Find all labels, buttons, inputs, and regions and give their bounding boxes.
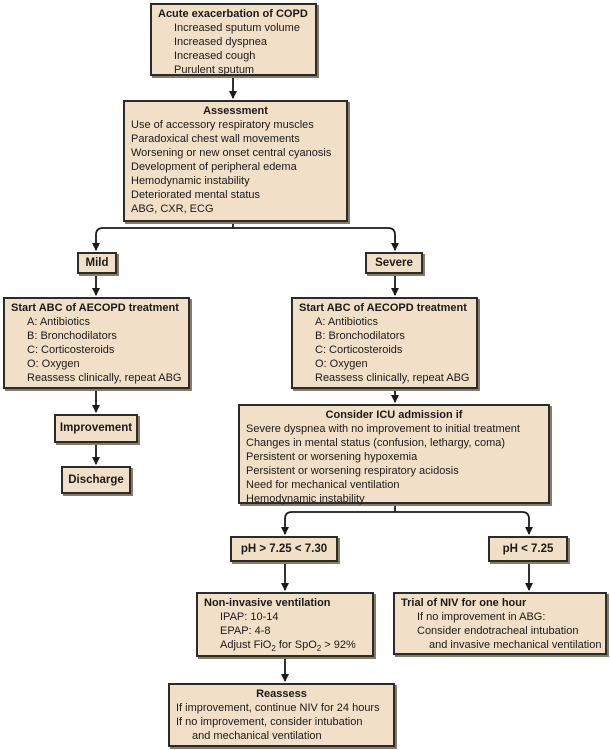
niv-adjust-sub1: 2 — [271, 644, 276, 654]
trial-line3: and invasive mechanical ventilation — [429, 639, 602, 651]
trial-line2: Consider endotracheal intubation — [417, 625, 579, 637]
improvement-label: Improvement — [54, 414, 138, 443]
niv-adjust-suffix: > 92% — [321, 639, 356, 651]
treatment-right-note: Reassess clinically, repeat ABG — [315, 372, 470, 384]
exacerbation-box: Acute exacerbation of COPD Increased spu… — [150, 3, 317, 76]
assessment-title: Assessment — [203, 105, 268, 117]
line-split-ph — [284, 511, 530, 530]
icu-box: Consider ICU admission if Severe dyspnea… — [238, 404, 550, 505]
assessment-item: ABG, CXR, ECG — [131, 203, 214, 215]
assessment-item: Paradoxical chest wall movements — [131, 133, 300, 145]
icu-item: Hemodynamic instability — [246, 493, 365, 505]
ph-low-label: pH < 7.25 — [488, 536, 568, 562]
treatment-left-item: O: Oxygen — [27, 358, 80, 370]
reassess-box: Reassess If improvement, continue NIV fo… — [168, 683, 395, 747]
icu-title: Consider ICU admission if — [325, 409, 463, 421]
assessment-item: Deteriorated mental status — [131, 189, 261, 201]
mild-label: Mild — [77, 252, 117, 274]
assessment-item: Development of peripheral edema — [131, 161, 297, 173]
treatment-right-item: B: Bronchodilators — [315, 330, 405, 342]
exacerbation-item: Increased cough — [174, 50, 256, 62]
treatment-right-item: A: Antibiotics — [315, 316, 378, 328]
discharge-label: Discharge — [61, 466, 131, 494]
assessment-item: Hemodynamic instability — [131, 175, 250, 187]
niv-epap: EPAP: 4-8 — [220, 625, 271, 637]
niv-adjust-sub2: 2 — [316, 644, 322, 654]
treatment-right-item: O: Oxygen — [315, 358, 368, 370]
reassess-line3: and mechanical ventilation — [192, 730, 322, 742]
treatment-left-box: Start ABC of AECOPD treatment A: Antibio… — [3, 297, 190, 389]
reassess-line1: If improvement, continue NIV for 24 hour… — [176, 702, 380, 714]
icu-item: Need for mechanical ventilation — [246, 479, 400, 491]
assessment-item: Use of accessory respiratory muscles — [131, 119, 314, 131]
assessment-box: Assessment Use of accessory respiratory … — [123, 100, 348, 222]
treatment-left-item: B: Bronchodilators — [27, 330, 117, 342]
trial-line1: If no improvement in ABG: — [417, 611, 546, 623]
niv-title: Non-invasive ventilation — [204, 597, 331, 609]
niv-adjust-prefix: Adjust FiO — [220, 639, 272, 651]
niv-box: Non-invasive ventilation IPAP: 10-14 EPA… — [196, 592, 374, 657]
severe-label: Severe — [365, 252, 423, 274]
niv-adjust: Adjust FiO2 for SpO2 > 92% — [204, 638, 366, 656]
treatment-left-item: A: Antibiotics — [27, 316, 90, 328]
treatment-left-note: Reassess clinically, repeat ABG — [27, 372, 182, 384]
ph-mid-label: pH > 7.25 < 7.30 — [230, 536, 338, 562]
treatment-right-box: Start ABC of AECOPD treatment A: Antibio… — [291, 297, 478, 389]
treatment-right-item: C: Corticosteroids — [315, 344, 403, 356]
reassess-line2: If no improvement, consider intubation — [176, 716, 363, 728]
exacerbation-title: Acute exacerbation of COPD — [158, 8, 308, 20]
treatment-left-item: C: Corticosteroids — [27, 344, 115, 356]
exacerbation-item: Purulent sputum — [174, 64, 255, 76]
exacerbation-item: Increased dyspnea — [174, 36, 267, 48]
trial-title: Trial of NIV for one hour — [401, 597, 527, 609]
niv-adjust-mid: for SpO — [275, 639, 317, 651]
niv-ipap: IPAP: 10-14 — [220, 611, 279, 623]
icu-item: Changes in mental status (confusion, let… — [246, 437, 506, 449]
treatment-left-title: Start ABC of AECOPD treatment — [11, 302, 179, 314]
assessment-item: Worsening or new onset central cyanosis — [131, 147, 332, 159]
treatment-right-title: Start ABC of AECOPD treatment — [299, 302, 467, 314]
icu-item: Severe dyspnea with no improvement to in… — [246, 423, 520, 435]
exacerbation-item: Increased sputum volume — [174, 22, 300, 34]
icu-item: Persistent or worsening respiratory acid… — [246, 465, 459, 477]
icu-item: Persistent or worsening hypoxemia — [246, 451, 418, 463]
reassess-title: Reassess — [256, 688, 307, 700]
line-split-mild-severe — [95, 227, 396, 246]
trial-box: Trial of NIV for one hour If no improvem… — [393, 592, 607, 655]
